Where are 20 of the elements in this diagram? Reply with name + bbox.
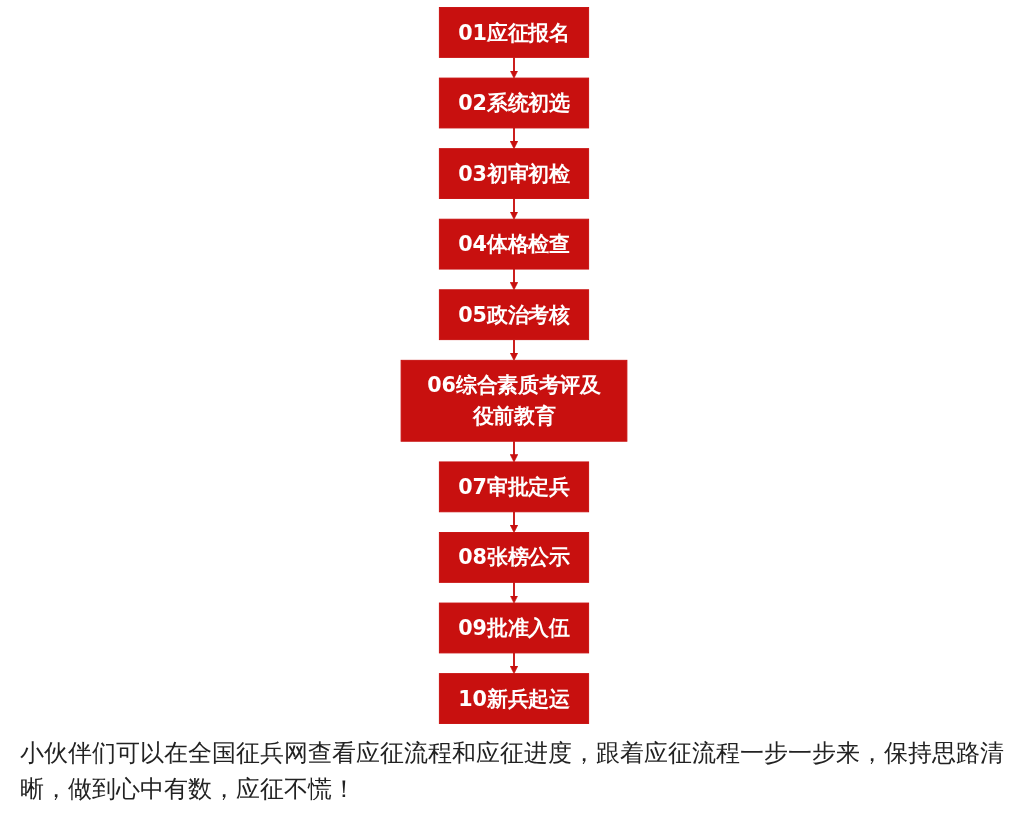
node-box: 04体格检查: [438, 218, 590, 270]
arrow: [509, 440, 519, 463]
node-box: 07审批定兵: [438, 461, 590, 513]
arrow: [509, 651, 519, 674]
node-box: 01应征报名: [438, 7, 590, 58]
node-box: 05政治考核: [438, 289, 590, 341]
node-box: 02系统初选: [438, 77, 590, 129]
arrow: [509, 338, 519, 361]
arrow: [509, 56, 519, 79]
arrow: [509, 268, 519, 291]
node-box: 09批准入伍: [438, 602, 590, 654]
node-box: 06综合素质考评及役前教育: [400, 359, 628, 442]
arrow: [509, 197, 519, 220]
arrow: [509, 127, 519, 149]
arrow: [509, 581, 519, 604]
node-box: 03初审初检: [438, 148, 590, 199]
arrow: [509, 510, 519, 533]
node-box: 10新兵起运: [438, 673, 590, 724]
caption: 小伙伴们可以在全国征兵网查看应征流程和应征进度，跟着应征流程一步一步来，保持思路清晰，做到心中有数，应征不慌！: [20, 738, 1005, 805]
node-box: 08张榜公示: [438, 532, 590, 583]
